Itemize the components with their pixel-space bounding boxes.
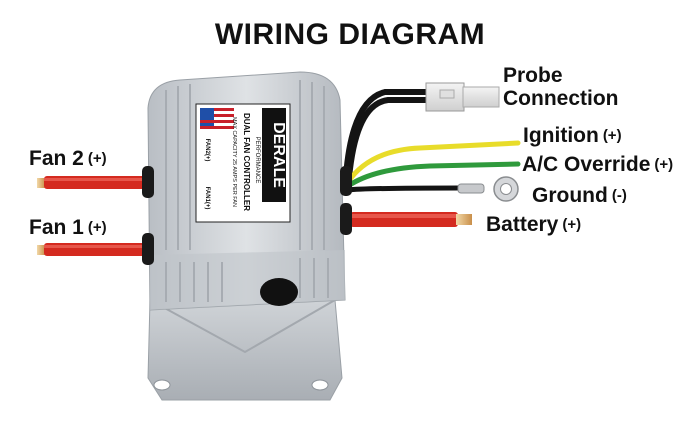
ac-override-label: A/C Override(+) [522,153,673,177]
probe-connector [425,82,500,112]
fan2-tag: FAN2(+) [204,139,210,162]
probe-connection-label: Probe Connection [503,64,619,110]
fan1-tag: FAN1(+) [204,187,210,210]
fan1-label: Fan 1(+) [29,216,107,240]
fan2-text: Fan 2 [29,147,84,170]
battery-label: Battery(+) [486,213,581,237]
brand-sub-text: PERFORMANCE [254,137,260,184]
fan2-label: Fan 2(+) [29,147,107,171]
brand-text: DERALE [270,122,287,188]
ignition-text: Ignition [523,124,599,147]
ground-wire [347,176,519,202]
ignition-label: Ignition(+) [523,124,622,148]
ground-label: Ground(-) [532,184,627,208]
probe-label-line2: Connection [503,87,619,110]
ac-override-sign: (+) [654,156,674,173]
fan1-sign: (+) [87,219,107,236]
capacity-text: MAX CAPACITY 25 AMPS PER FAN [231,117,237,207]
left-grommets [142,166,154,265]
ac-override-text: A/C Override [522,153,651,176]
fan1-text: Fan 1 [29,216,84,239]
fan2-wire [37,176,146,189]
battery-sign: (+) [562,216,582,233]
battery-text: Battery [486,213,559,236]
product-label: DERALE PERFORMANCE DUAL FAN CONTROLLER M… [195,103,291,223]
probe-label-line1: Probe [503,64,563,87]
ac-override-wire [345,161,521,189]
ignition-sign: (+) [602,127,622,144]
diagram-title: WIRING DIAGRAM [214,18,486,51]
mounting-base [147,299,343,401]
right-grommets [340,166,352,235]
product-text: DUAL FAN CONTROLLER [242,113,251,211]
ground-sign: (-) [611,187,627,204]
fan2-sign: (+) [87,150,107,167]
probe-wire [343,89,431,181]
ground-text: Ground [532,184,608,207]
battery-wire [350,212,472,227]
ignition-wire [345,140,521,185]
fan1-wire [37,243,146,256]
